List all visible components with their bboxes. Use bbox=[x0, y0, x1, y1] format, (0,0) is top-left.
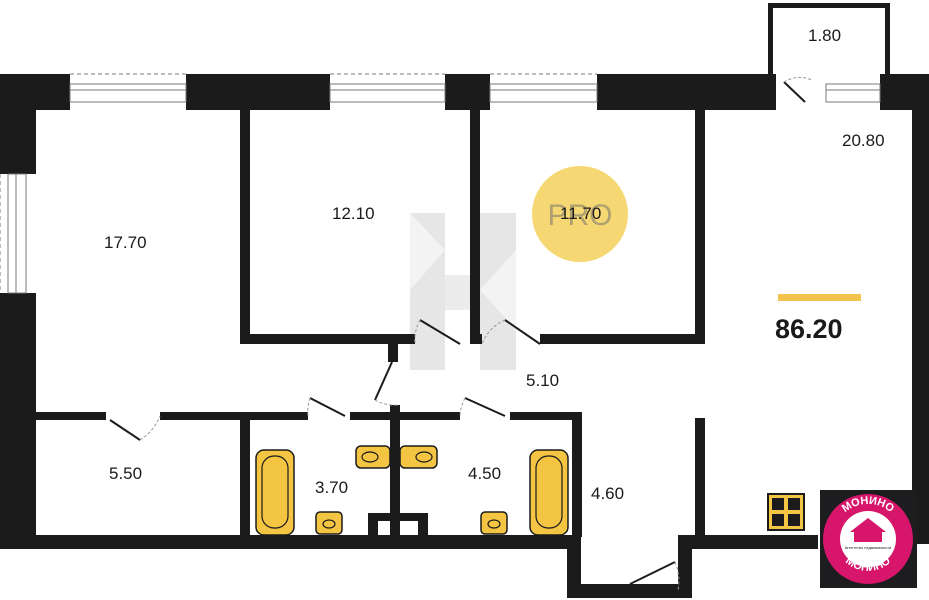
area-room-2: 12.10 bbox=[332, 204, 375, 223]
pro-badge: PRO bbox=[532, 166, 628, 262]
stove-icon bbox=[767, 493, 805, 531]
agency-logo-icon: МОНИНО МОНИНО Агентство недвижимости bbox=[820, 490, 917, 588]
area-corridor: 5.10 bbox=[526, 371, 559, 390]
total-area-accent-bar bbox=[778, 294, 861, 301]
logo-bottom-text: МОНИНО bbox=[843, 555, 893, 574]
watermark-icon bbox=[410, 213, 516, 370]
bathtub-icon bbox=[255, 449, 295, 536]
walls bbox=[0, 3, 929, 598]
doors bbox=[109, 76, 813, 591]
pro-badge-text: PRO bbox=[547, 199, 612, 232]
windows bbox=[0, 73, 881, 294]
area-kitchen-living: 20.80 bbox=[842, 131, 885, 150]
area-room-3: 11.70 bbox=[560, 204, 601, 223]
area-balcony: 1.80 bbox=[808, 26, 841, 45]
total-area: 86.20 bbox=[775, 314, 843, 344]
toilet-icon bbox=[355, 445, 391, 469]
sink-icon bbox=[315, 511, 343, 535]
area-hall: 4.60 bbox=[591, 484, 624, 503]
area-bathroom-2: 4.50 bbox=[468, 464, 501, 483]
area-bathroom-1: 3.70 bbox=[315, 478, 348, 497]
bathtub-icon bbox=[529, 449, 569, 536]
logo-tagline: Агентство недвижимости bbox=[845, 545, 892, 550]
toilet-icon bbox=[399, 445, 438, 469]
sink-icon bbox=[480, 511, 508, 535]
area-room-1: 17.70 bbox=[104, 233, 147, 252]
area-storage: 5.50 bbox=[109, 464, 142, 483]
